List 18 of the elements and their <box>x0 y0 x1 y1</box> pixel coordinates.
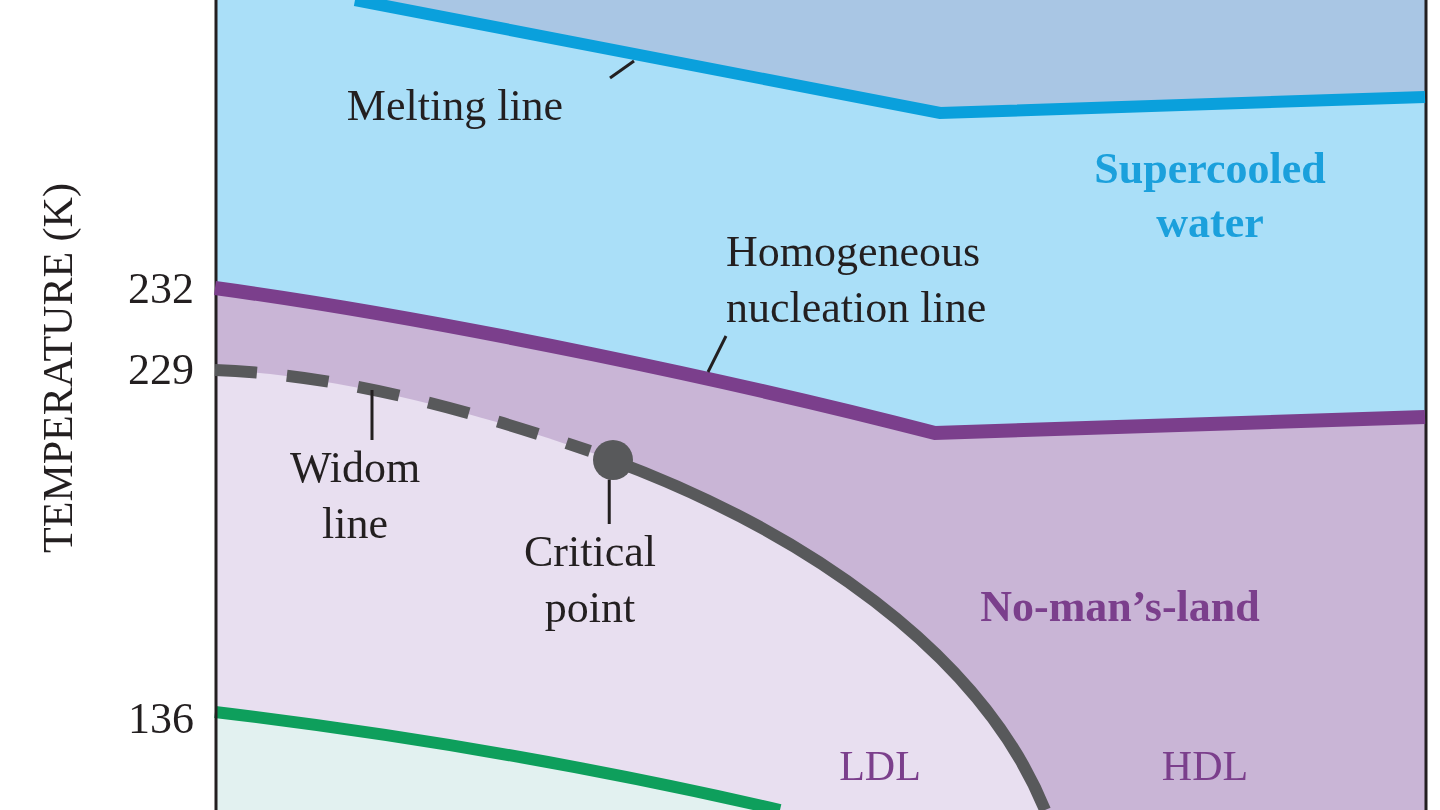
tick-label: 229 <box>127 344 194 396</box>
nucleation-line-curve <box>214 281 1426 440</box>
leader-line <box>370 390 374 440</box>
region-label: Supercooled water <box>1093 143 1327 249</box>
region-label: LDL <box>838 742 922 791</box>
leader-line <box>706 335 728 373</box>
tick-label: 136 <box>127 693 194 745</box>
critical-point-dot <box>593 440 633 480</box>
line-label: Melting line <box>345 80 565 132</box>
leader-line <box>609 59 635 80</box>
region-label: No-man’s-land <box>979 581 1261 633</box>
line-label: Critical point <box>523 526 657 634</box>
line-label: Homogeneous nucleation line <box>726 226 988 334</box>
line-label: Widom line <box>288 442 422 550</box>
axis-title: TEMPERATURE (K) <box>34 182 82 555</box>
region-label: HDL <box>1160 742 1250 791</box>
leader-line <box>607 479 611 524</box>
tick-label: 232 <box>127 263 194 315</box>
